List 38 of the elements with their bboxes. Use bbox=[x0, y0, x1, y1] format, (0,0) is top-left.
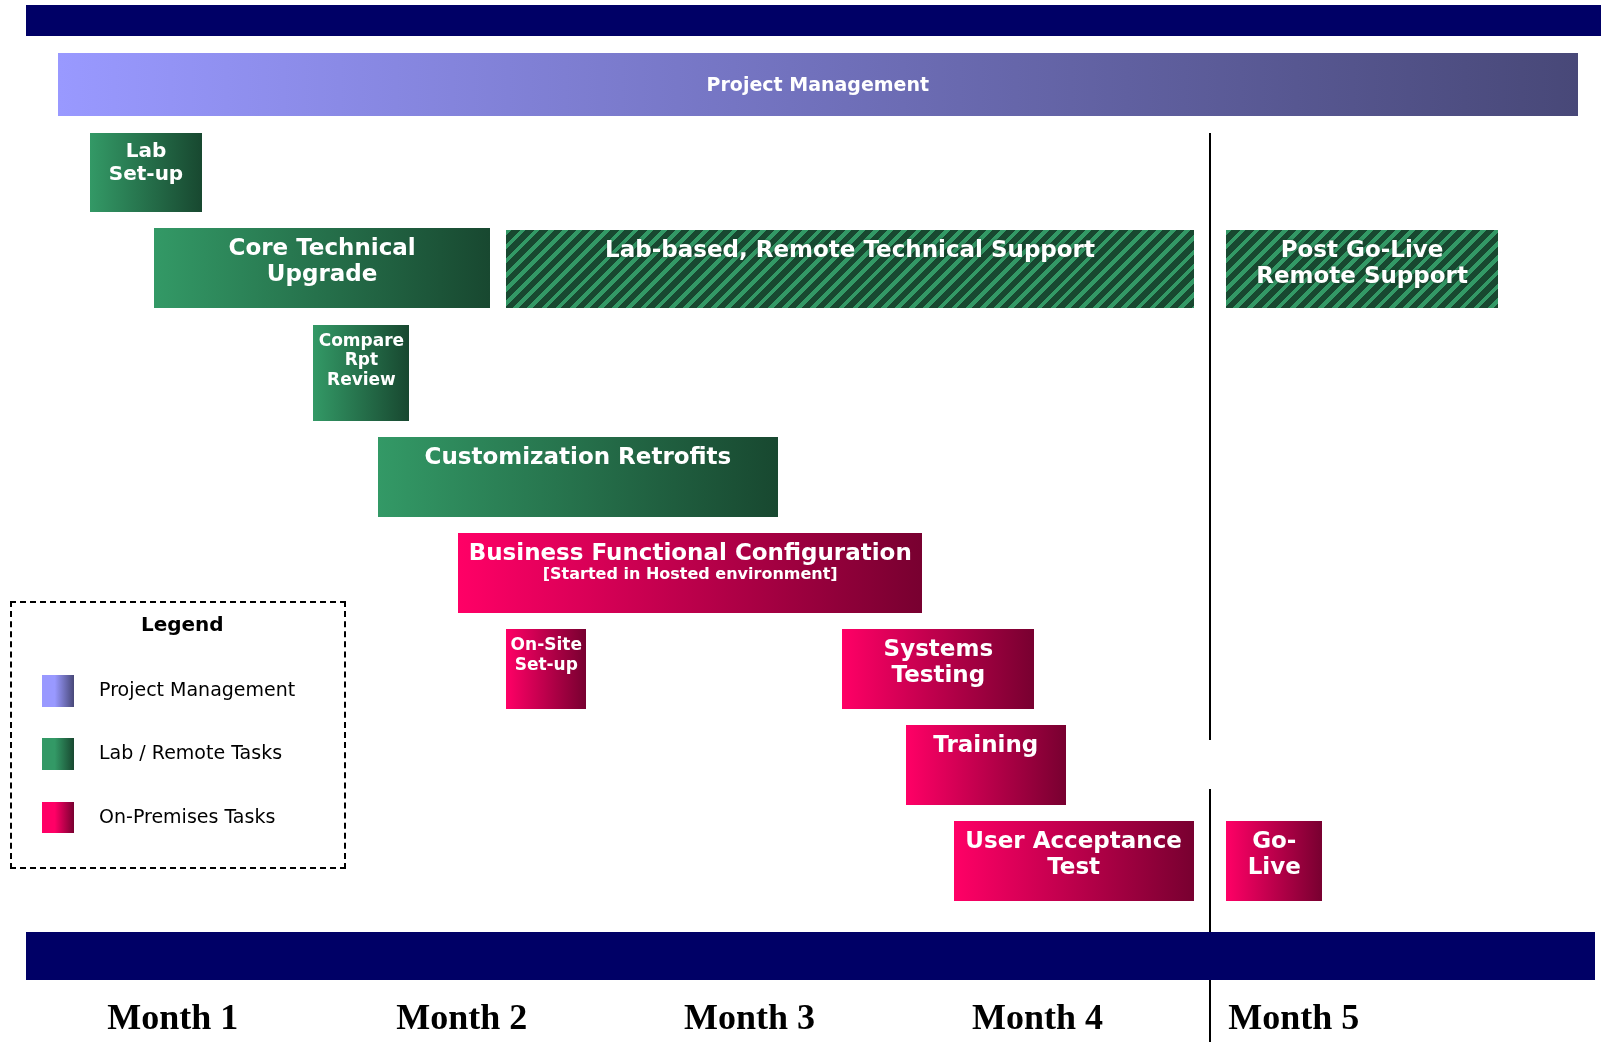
legend-label: On-Premises Tasks bbox=[99, 804, 276, 827]
legend-label: Lab / Remote Tasks bbox=[99, 741, 283, 764]
month-label: Month 1 bbox=[107, 995, 239, 1038]
task-label: Customization Retrofits bbox=[424, 443, 732, 470]
task-bar bbox=[506, 628, 587, 709]
management-bar bbox=[58, 53, 1578, 117]
task-label: Compare Rpt Review bbox=[317, 330, 406, 390]
task-label: Training bbox=[933, 730, 1039, 758]
task-label: Core Technical Upgrade bbox=[227, 233, 417, 287]
month-label: Month 3 bbox=[684, 995, 816, 1038]
legend-label: Project Management bbox=[99, 677, 296, 700]
task-note: [Started in Hosted environment] bbox=[542, 565, 838, 584]
header-band bbox=[25, 5, 1601, 36]
task-label: Project Management bbox=[706, 73, 930, 96]
task-label: On-Site Set-up bbox=[509, 634, 583, 675]
task-label: Go-Live bbox=[1246, 826, 1302, 880]
task-label: Post Go-Live Remote Support bbox=[1255, 235, 1469, 289]
task-bar bbox=[377, 437, 779, 517]
month-label: Month 5 bbox=[1228, 995, 1360, 1038]
timeline-band bbox=[25, 932, 1595, 981]
task-label: Systems Testing bbox=[882, 634, 995, 688]
task-bar bbox=[313, 324, 410, 421]
month-label: Month 4 bbox=[972, 995, 1104, 1038]
task-bar bbox=[905, 724, 1066, 805]
task-bar bbox=[842, 628, 1035, 709]
task-bar bbox=[154, 227, 491, 309]
month-label: Month 2 bbox=[396, 995, 528, 1038]
hatched-task-bar bbox=[1226, 229, 1498, 309]
hatched-task-bar bbox=[506, 229, 1194, 309]
task-bar bbox=[1226, 820, 1323, 901]
legend-title: Legend bbox=[140, 611, 224, 636]
task-label: User Acceptance Test bbox=[964, 826, 1183, 880]
task-label: Lab Set-up bbox=[107, 138, 185, 185]
task-label: Business Functional Configuration bbox=[468, 539, 912, 566]
task-bar bbox=[458, 533, 922, 613]
task-bar bbox=[89, 132, 203, 213]
task-bar bbox=[953, 820, 1194, 901]
task-label: Lab-based, Remote Technical Support bbox=[605, 235, 1095, 263]
